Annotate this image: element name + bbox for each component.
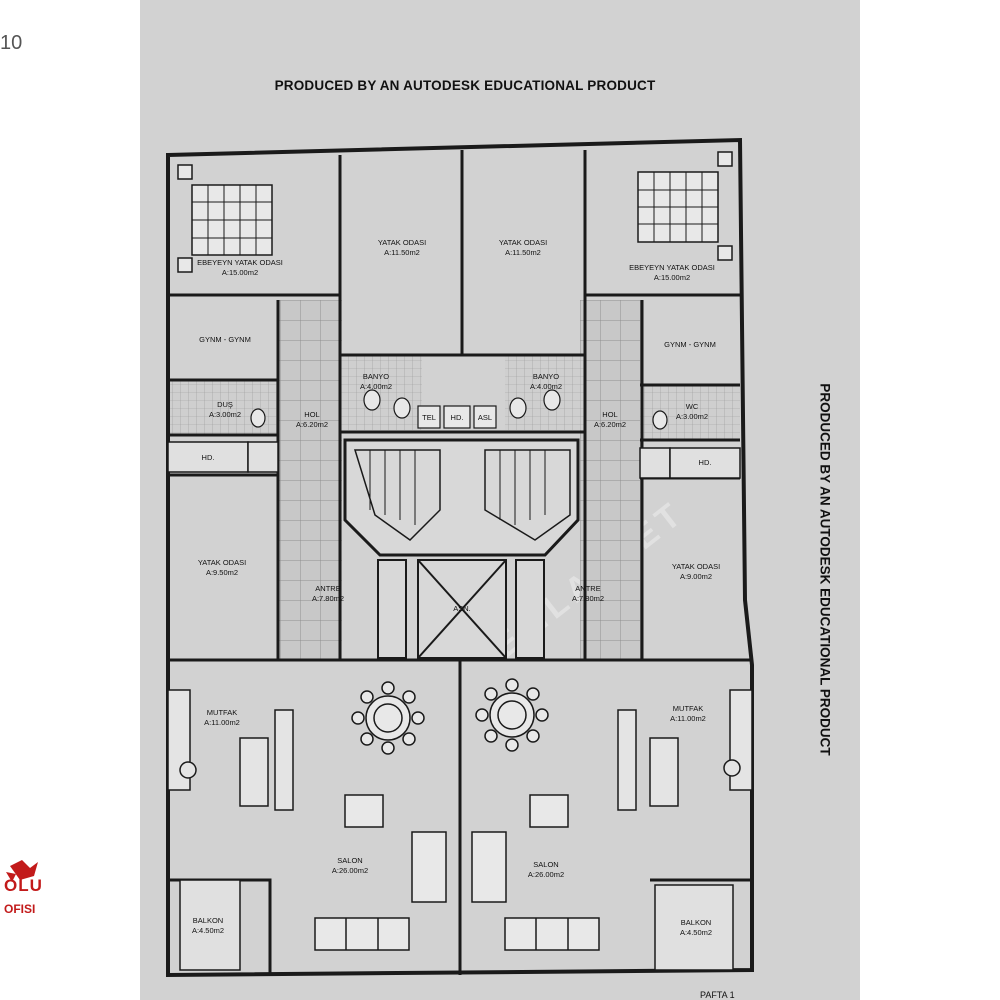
room-label-asl: ASL (477, 413, 493, 422)
autodesk-banner-top: PRODUCED BY AN AUTODESK EDUCATIONAL PROD… (274, 78, 656, 93)
tiled-hall-right (580, 300, 642, 660)
floor-plan-sheet: EMLAKJET (140, 0, 860, 1000)
floor-plan-drawing (166, 137, 754, 978)
dining-table-left (351, 681, 425, 755)
room-label-tel: TEL (422, 413, 436, 422)
corner-page-number: 10 (0, 32, 23, 54)
agency-logo-icon (6, 860, 38, 882)
agency-logo-subtext: OFISI (4, 902, 36, 916)
room-label-hd-right: HD. (698, 458, 712, 467)
room-label-gynm-right: GYNM - GYNM (664, 340, 716, 349)
bed-right (637, 151, 733, 261)
dining-table-right (475, 678, 549, 752)
outer-wall (166, 137, 754, 978)
staircase (343, 438, 580, 557)
sofas (314, 794, 600, 951)
elevator (377, 559, 545, 659)
agency-logo-text: OLU (4, 876, 43, 895)
tiled-hall-left (278, 300, 342, 660)
room-label-gynm-left: GYNM - GYNM (199, 335, 251, 344)
sheet-number: PAFTA 1 (700, 990, 735, 1000)
room-label-asn: ASN. (453, 604, 471, 613)
room-label-hd-left: HD. (201, 453, 215, 462)
autodesk-banner-side: PRODUCED BY AN AUTODESK EDUCATIONAL PROD… (817, 383, 833, 756)
room-label-hd-mid: HD. (450, 413, 464, 422)
bed-left (177, 164, 273, 273)
